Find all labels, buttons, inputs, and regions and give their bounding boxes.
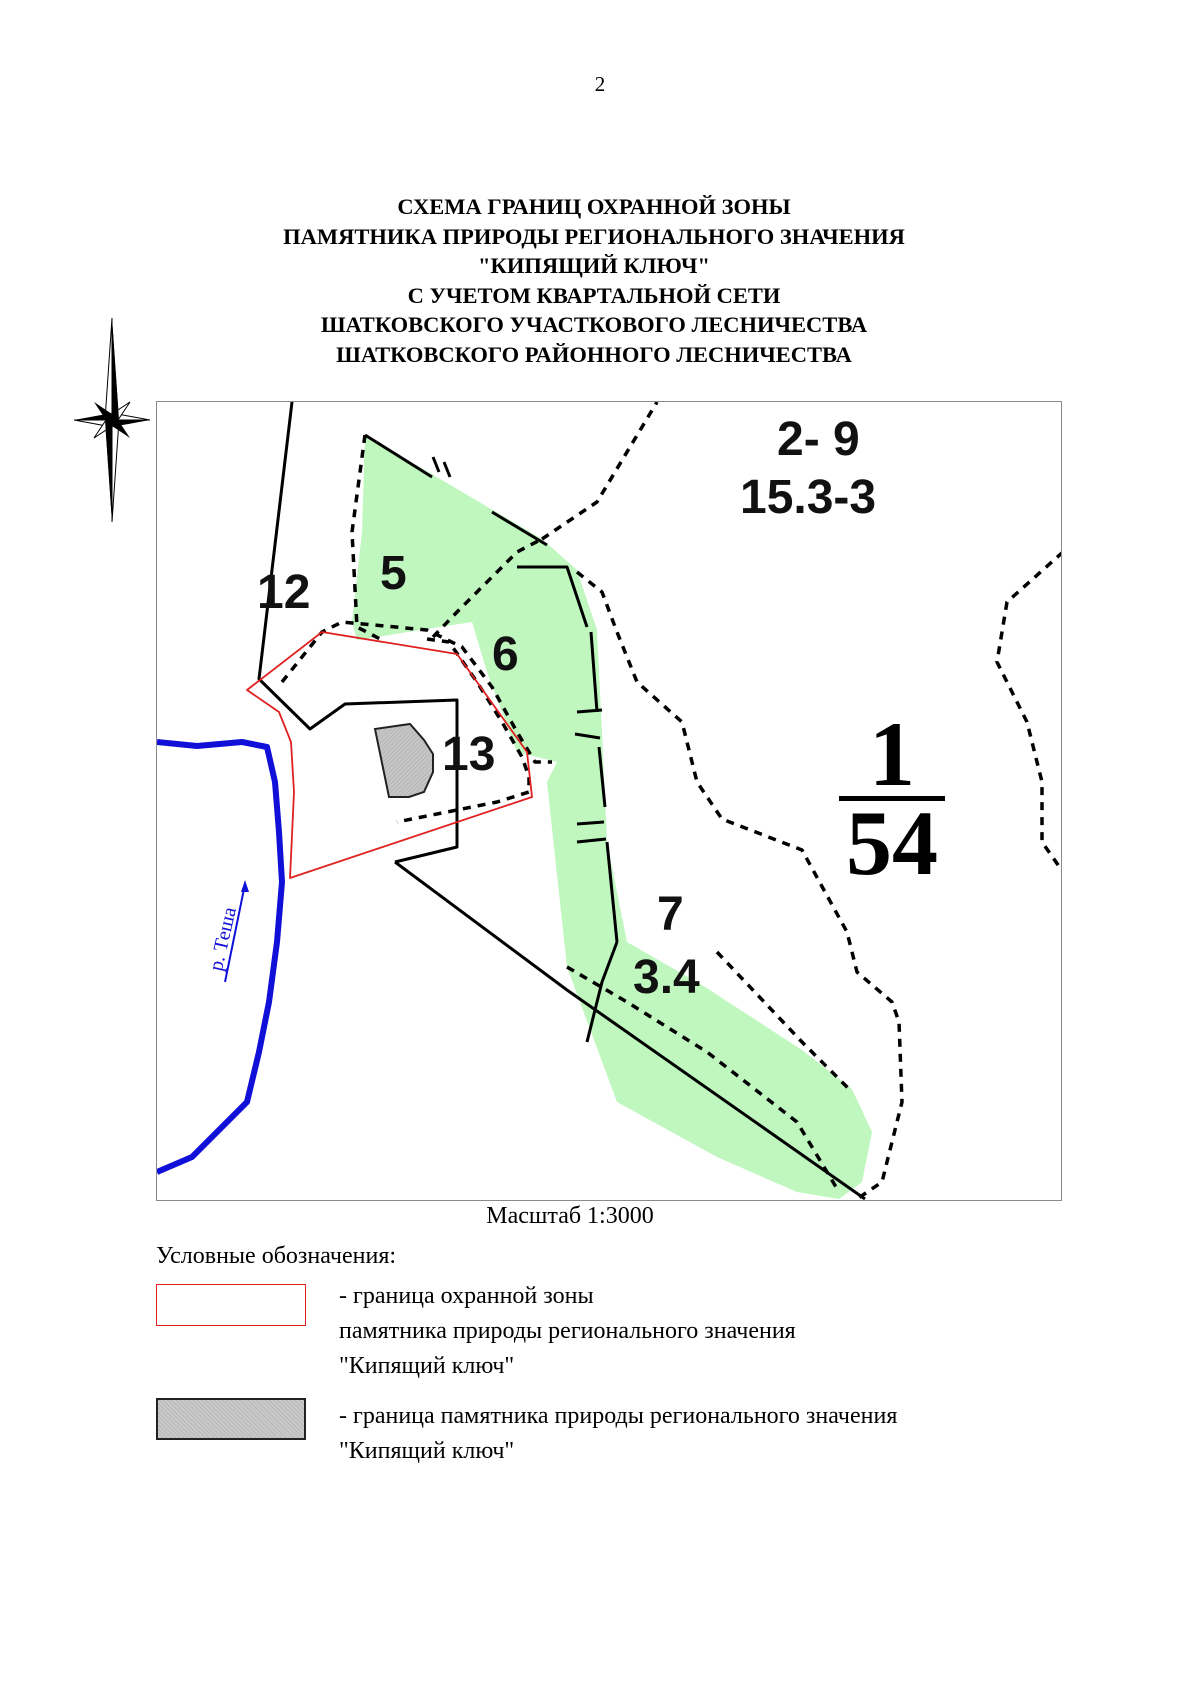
plot-area-7: 3.4 — [633, 951, 700, 1004]
compass-rose-icon — [74, 318, 150, 522]
forest-plot-6-7-fill — [472, 539, 872, 1199]
quarter-number: 1 54 — [837, 703, 947, 894]
title-line: "КИПЯЩИЙ КЛЮЧ" — [478, 253, 710, 278]
plot-label-12: 12 — [257, 566, 311, 619]
monument-area — [373, 722, 434, 798]
title-line: СХЕМА ГРАНИЦ ОХРАННОЙ ЗОНЫ — [397, 194, 791, 219]
legend-heading: Условные обозначения: — [156, 1243, 397, 1269]
map-canvas — [157, 402, 1061, 1200]
plot-label-13: 13 — [442, 728, 496, 781]
legend-text: - граница памятника природы региональног… — [339, 1403, 898, 1429]
river-flow-arrow — [224, 883, 246, 983]
plot-label-2-9: 2- 9 — [777, 413, 860, 466]
title-line: С УЧЕТОМ КВАРТАЛЬНОЙ СЕТИ — [407, 282, 781, 308]
plot-label-5: 5 — [380, 547, 407, 600]
river-line — [157, 739, 285, 1175]
legend-text: памятника природы регионального значения — [339, 1318, 796, 1344]
protection-zone-outline — [246, 631, 533, 879]
legend-swatch-red-outline — [156, 1284, 306, 1326]
plot-label-7: 7 — [657, 888, 684, 941]
title-line: ПАМЯТНИКА ПРИРОДЫ РЕГИОНАЛЬНОГО ЗНАЧЕНИЯ — [283, 223, 905, 249]
fraction-bar — [839, 796, 945, 801]
map-scale: Масштаб 1:3000 — [486, 1203, 654, 1229]
plot-area-2-9: 15.3-3 — [740, 471, 877, 524]
quarter-denominator: 54 — [846, 792, 938, 894]
legend-text: - граница охранной зоны — [339, 1283, 594, 1309]
quarter-numerator: 1 — [869, 703, 915, 805]
title-line: ШАТКОВСКОГО РАЙОННОГО ЛЕСНИЧЕСТВА — [336, 341, 852, 367]
map-area: 12 5 6 13 7 3.4 2- 9 15.3-3 1 54 — [156, 401, 1062, 1201]
legend-text: "Кипящий ключ" — [339, 1353, 515, 1379]
map-title: СХЕМА ГРАНИЦ ОХРАННОЙ ЗОНЫ ПАМЯТНИКА ПРИ… — [0, 192, 1188, 369]
title-line: ШАТКОВСКОГО УЧАСТКОВОГО ЛЕСНИЧЕСТВА — [320, 312, 868, 337]
page-number: 2 — [594, 72, 606, 96]
legend-text: "Кипящий ключ" — [339, 1438, 515, 1464]
legend-swatch-gray-hatched — [156, 1398, 306, 1440]
forest-plot-5-fill — [352, 435, 542, 640]
plot-label-6: 6 — [492, 628, 519, 681]
